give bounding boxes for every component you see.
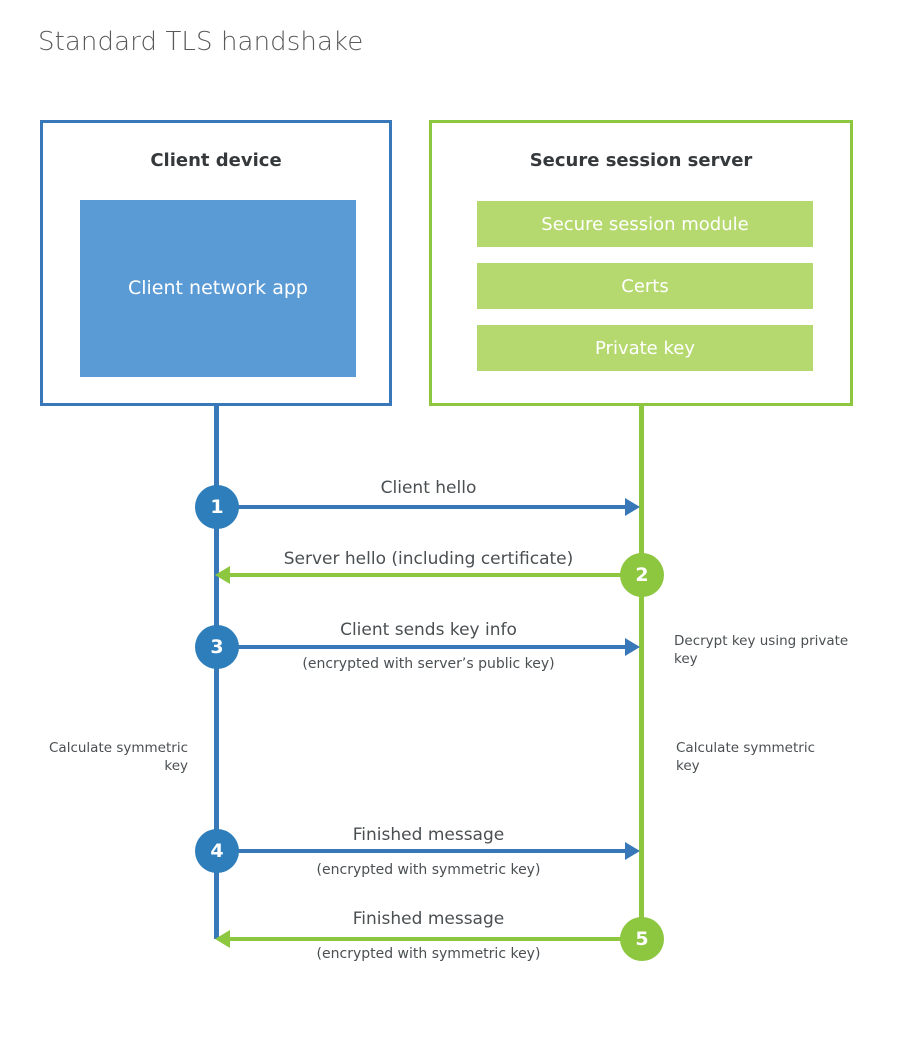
step-3-label: Client sends key info bbox=[340, 620, 517, 640]
page-title: Standard TLS handshake bbox=[38, 27, 364, 57]
decrypt-key-annotation: Decrypt key using private key bbox=[674, 633, 849, 668]
step-5-arrow-head bbox=[215, 930, 230, 948]
step-3-circle[interactable]: 3 bbox=[195, 625, 239, 669]
step-4-circle[interactable]: 4 bbox=[195, 829, 239, 873]
step-2-arrow-head bbox=[215, 566, 230, 584]
client-network-app-block: Client network app bbox=[80, 200, 356, 377]
step-3-arrow-line bbox=[216, 645, 626, 649]
step-1-arrow-head bbox=[625, 498, 640, 516]
client-device-box: Client device Client network app bbox=[40, 120, 392, 406]
secure-session-server-title: Secure session server bbox=[529, 150, 753, 171]
step-5-arrow-line bbox=[230, 937, 640, 941]
step-2-circle[interactable]: 2 bbox=[620, 553, 664, 597]
server-components-list: Secure session module Certs Private key bbox=[477, 201, 813, 371]
secure-session-server-box: Secure session server Secure session mod… bbox=[429, 120, 853, 406]
server-calculate-symmetric-key-annotation: Calculate symmetric key bbox=[676, 740, 815, 775]
step-5-label: Finished message bbox=[352, 909, 505, 929]
step-5-sublabel: (encrypted with symmetric key) bbox=[316, 946, 541, 962]
client-device-title: Client device bbox=[150, 150, 282, 171]
step-2-label: Server hello (including certificate) bbox=[283, 549, 574, 569]
step-4-arrow-head bbox=[625, 842, 640, 860]
step-4-label: Finished message bbox=[352, 825, 505, 845]
step-4-sublabel: (encrypted with symmetric key) bbox=[316, 862, 541, 878]
step-1-circle[interactable]: 1 bbox=[195, 485, 239, 529]
step-2-arrow-line bbox=[230, 573, 640, 577]
server-component-private-key: Private key bbox=[477, 325, 813, 371]
step-1-arrow-line bbox=[216, 505, 626, 509]
step-4-arrow-line bbox=[216, 849, 626, 853]
server-component-certs: Certs bbox=[477, 263, 813, 309]
step-3-arrow-head bbox=[625, 638, 640, 656]
step-1-label: Client hello bbox=[380, 478, 477, 498]
client-lifeline bbox=[214, 403, 219, 939]
step-3-sublabel: (encrypted with server’s public key) bbox=[302, 656, 555, 672]
server-lifeline bbox=[639, 403, 644, 939]
step-5-circle[interactable]: 5 bbox=[620, 917, 664, 961]
client-calculate-symmetric-key-annotation: Calculate symmetric key bbox=[49, 740, 188, 775]
server-component-secure-session-module: Secure session module bbox=[477, 201, 813, 247]
